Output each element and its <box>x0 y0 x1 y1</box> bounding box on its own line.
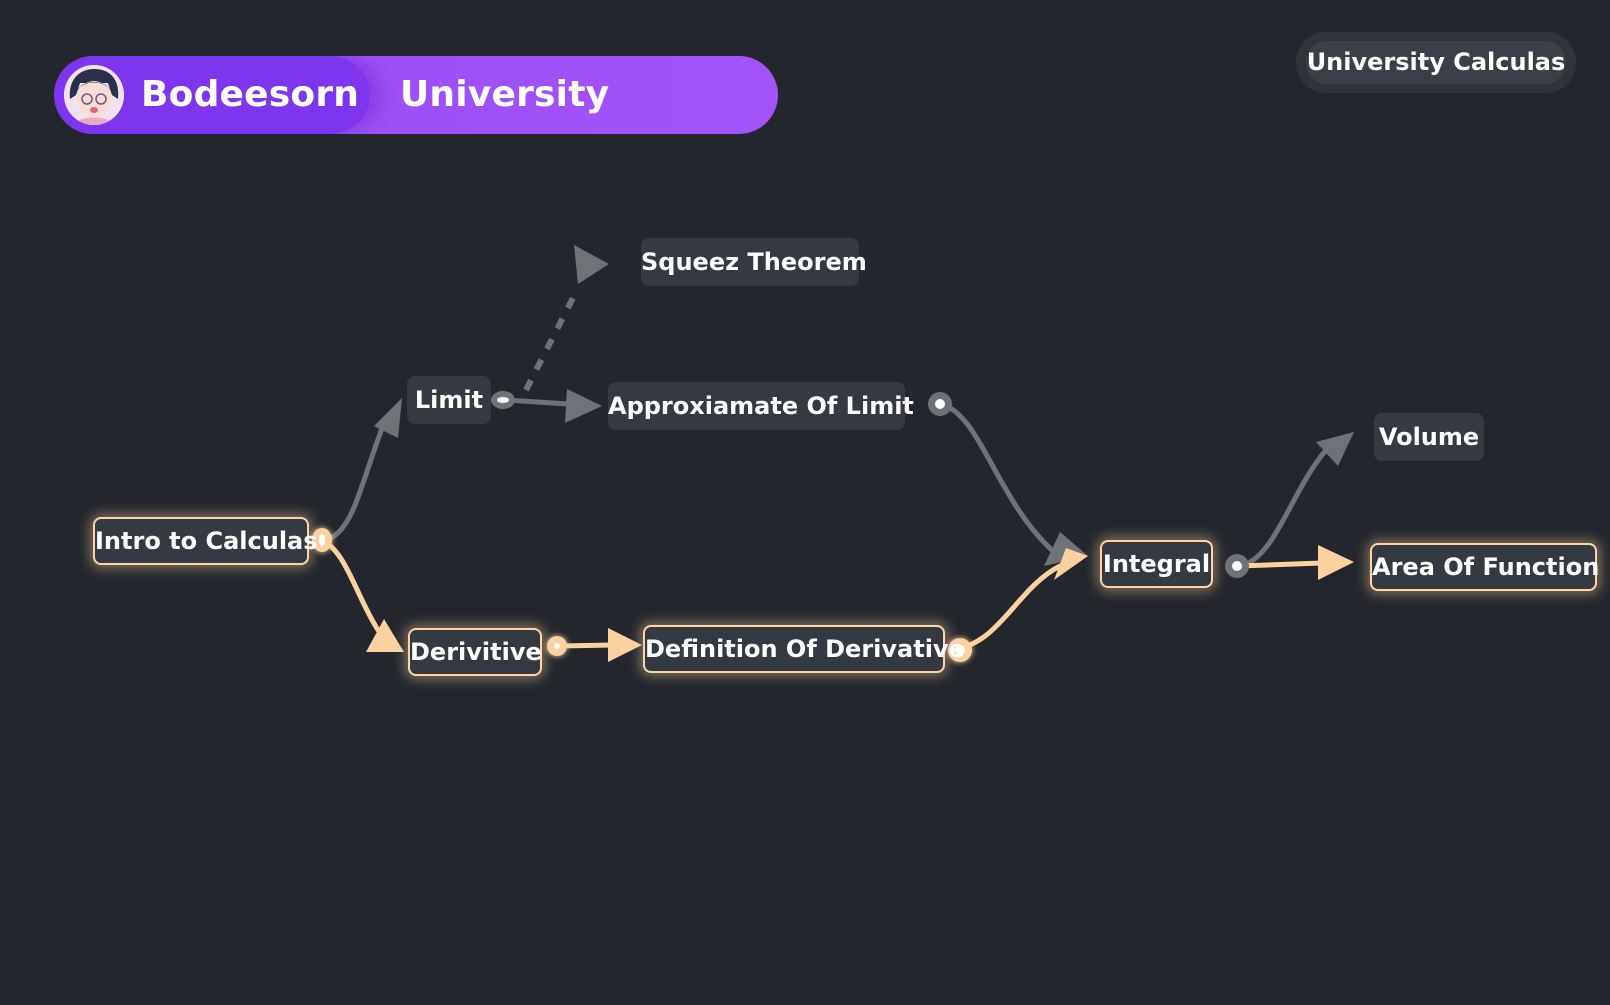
derivative-output-port[interactable] <box>547 636 567 656</box>
edge-integral-area[interactable] <box>1235 545 1354 580</box>
limit-output-port[interactable] <box>491 391 515 409</box>
header-bar: Bodeesorn University Calculas <box>54 56 778 134</box>
node-limit[interactable]: Limit <box>407 376 491 424</box>
avatar-image <box>64 65 124 125</box>
node-volume[interactable]: Volume <box>1374 413 1484 461</box>
edge-limit-approx <box>503 389 602 423</box>
edge-intro-derivative[interactable] <box>318 537 404 652</box>
course-badge[interactable]: University Calculas <box>1296 32 1576 93</box>
edge-definition-integral[interactable] <box>957 548 1088 651</box>
integral-output-port[interactable] <box>1225 554 1249 578</box>
edge-approx-integral <box>937 401 1088 566</box>
node-squeez-theorem[interactable]: Squeez Theorem <box>641 238 867 286</box>
course-badge-label: University Calculas <box>1306 41 1566 84</box>
edge-limit-squeeze <box>523 245 609 392</box>
node-area-of-function[interactable]: Area Of Function <box>1370 543 1599 591</box>
edge-intro-limit <box>328 398 402 541</box>
edge-derivative-definition[interactable] <box>557 628 642 662</box>
node-definition-of-derivative[interactable]: Definition Of Derivative <box>643 625 965 673</box>
definition-output-port[interactable] <box>948 638 972 662</box>
approx-output-port[interactable] <box>928 392 952 416</box>
user-section[interactable]: Bodeesorn <box>54 56 370 134</box>
node-approxiamate-of-limit[interactable]: Approxiamate Of Limit <box>608 382 914 430</box>
intro-output-port[interactable] <box>312 528 332 552</box>
node-integral[interactable]: Integral <box>1100 540 1213 588</box>
user-name: Bodeesorn <box>141 74 360 115</box>
node-derivitive[interactable]: Derivitive <box>408 628 542 676</box>
node-intro-to-calculas[interactable]: Intro to Calculas <box>93 517 318 565</box>
page-title: University Calculas <box>400 74 610 115</box>
edge-integral-volume <box>1247 432 1354 565</box>
avatar[interactable] <box>64 65 124 125</box>
